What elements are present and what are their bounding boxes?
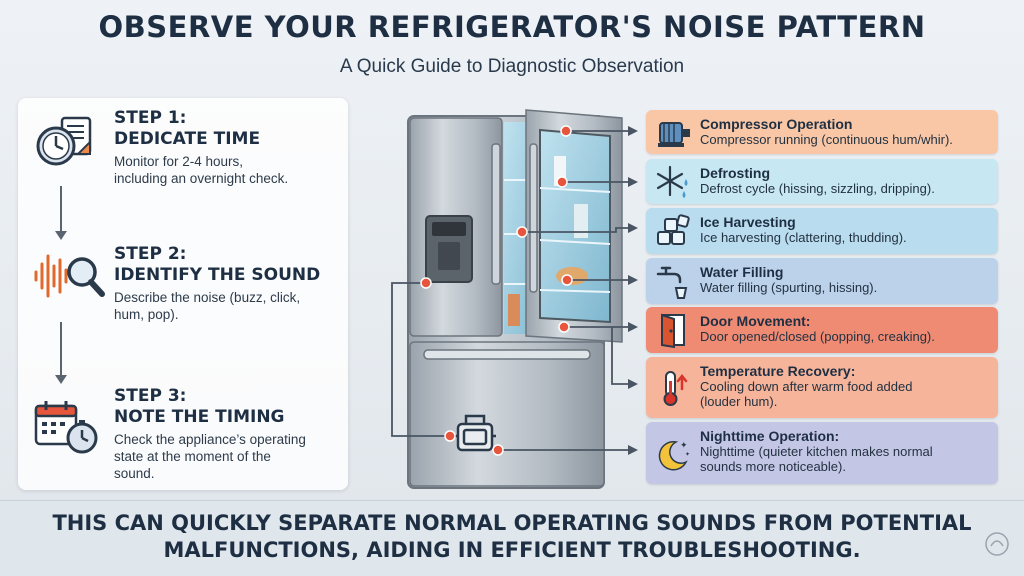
step-2: STEP 2: IDENTIFY THE SOUND Describe the …: [114, 244, 344, 323]
refrigerator-illustration: [404, 108, 626, 490]
moon-stars-icon: ✦✦: [654, 434, 692, 472]
step-3-desc-line: sound.: [114, 466, 155, 481]
calendar-stopwatch-icon: [32, 398, 102, 463]
source-ice-harvesting: Ice Harvesting Ice harvesting (clatterin…: [646, 208, 998, 254]
source-desc: Door opened/closed (popping, creaking).: [700, 329, 935, 344]
source-title: Compressor Operation: [700, 116, 853, 132]
source-desc: Cooling down after warm food added (loud…: [700, 379, 990, 409]
footer-banner: THIS CAN QUICKLY SEPARATE NORMAL OPERATI…: [0, 500, 1024, 576]
source-nighttime-operation: ✦✦ Nighttime Operation: Nighttime (quiet…: [646, 422, 998, 484]
source-title: Water Filling: [700, 264, 784, 280]
source-desc-line: Cooling down after warm food added: [700, 379, 913, 394]
source-desc-line: Nighttime (quieter kitchen makes normal: [700, 444, 933, 459]
step-arrow: [55, 186, 67, 240]
source-water-filling: Water Filling Water filling (spurting, h…: [646, 258, 998, 304]
step-2-desc-line: hum, pop).: [114, 307, 179, 322]
source-desc: Water filling (spurting, hissing).: [700, 280, 878, 295]
motor-icon: [654, 113, 692, 151]
clock-calendar-icon: [32, 112, 96, 181]
source-defrosting: Defrosting Defrost cycle (hissing, sizzl…: [646, 159, 998, 204]
step-1: STEP 1: DEDICATE TIME Monitor for 2-4 ho…: [114, 108, 344, 187]
source-door-movement: Door Movement: Door opened/closed (poppi…: [646, 307, 998, 353]
step-2-label: STEP 2:: [114, 244, 187, 264]
step-2-title: IDENTIFY THE SOUND: [114, 265, 321, 285]
page-subtitle: A Quick Guide to Diagnostic Observation: [339, 56, 685, 77]
step-3: STEP 3: NOTE THE TIMING Check the applia…: [114, 386, 344, 482]
source-title: Nighttime Operation:: [700, 428, 840, 444]
source-compressor: Compressor Operation Compressor running …: [646, 110, 998, 154]
step-1-desc-line: Monitor for 2-4 hours,: [114, 154, 244, 169]
footer-line: MALFUNCTIONS, AIDING IN EFFICIENT TROUBL…: [163, 538, 861, 562]
source-desc-line: sounds more noticeable).: [700, 459, 846, 474]
step-3-label: STEP 3:: [114, 386, 187, 406]
ice-cubes-icon: [654, 212, 692, 250]
step-3-desc: Check the appliance’s operating state at…: [114, 431, 344, 482]
source-title: Ice Harvesting: [700, 214, 796, 230]
svg-text:✦: ✦: [680, 441, 688, 451]
source-desc-line: (louder hum).: [700, 394, 778, 409]
step-1-desc: Monitor for 2-4 hours, including an over…: [114, 153, 344, 187]
source-title: Temperature Recovery:: [700, 363, 856, 379]
source-desc: Nighttime (quieter kitchen makes normal …: [700, 444, 990, 474]
source-title: Defrosting: [700, 165, 770, 181]
step-2-desc: Describe the noise (buzz, click, hum, po…: [114, 289, 344, 323]
footer-line: THIS CAN QUICKLY SEPARATE NORMAL OPERATI…: [52, 511, 972, 535]
source-desc: Ice harvesting (clattering, thudding).: [700, 230, 907, 245]
step-1-title: DEDICATE TIME: [114, 129, 261, 149]
svg-text:✦: ✦: [685, 451, 690, 458]
thermometer-up-icon: [654, 369, 692, 407]
snowflake-drops-icon: [654, 163, 692, 201]
step-arrow: [55, 322, 67, 384]
steps-panel: STEP 1: DEDICATE TIME Monitor for 2-4 ho…: [18, 98, 348, 490]
source-temperature-recovery: Temperature Recovery: Cooling down after…: [646, 357, 998, 418]
step-3-desc-line: Check the appliance’s operating: [114, 432, 306, 447]
step-2-desc-line: Describe the noise (buzz, click,: [114, 290, 301, 305]
step-3-desc-line: state at the moment of the: [114, 449, 271, 464]
source-title: Door Movement:: [700, 313, 811, 329]
source-desc: Compressor running (continuous hum/whir)…: [700, 132, 953, 147]
soundwave-magnifier-icon: [32, 248, 108, 309]
watermark-logo-icon: [982, 530, 1012, 566]
step-1-label: STEP 1:: [114, 108, 187, 128]
faucet-glass-icon: [654, 262, 692, 300]
step-1-desc-line: including an overnight check.: [114, 171, 289, 186]
page-title: OBSERVE YOUR REFRIGERATOR'S NOISE PATTER…: [98, 10, 926, 44]
door-icon: [654, 311, 692, 349]
source-desc: Defrost cycle (hissing, sizzling, drippi…: [700, 181, 935, 196]
step-3-title: NOTE THE TIMING: [114, 407, 285, 427]
